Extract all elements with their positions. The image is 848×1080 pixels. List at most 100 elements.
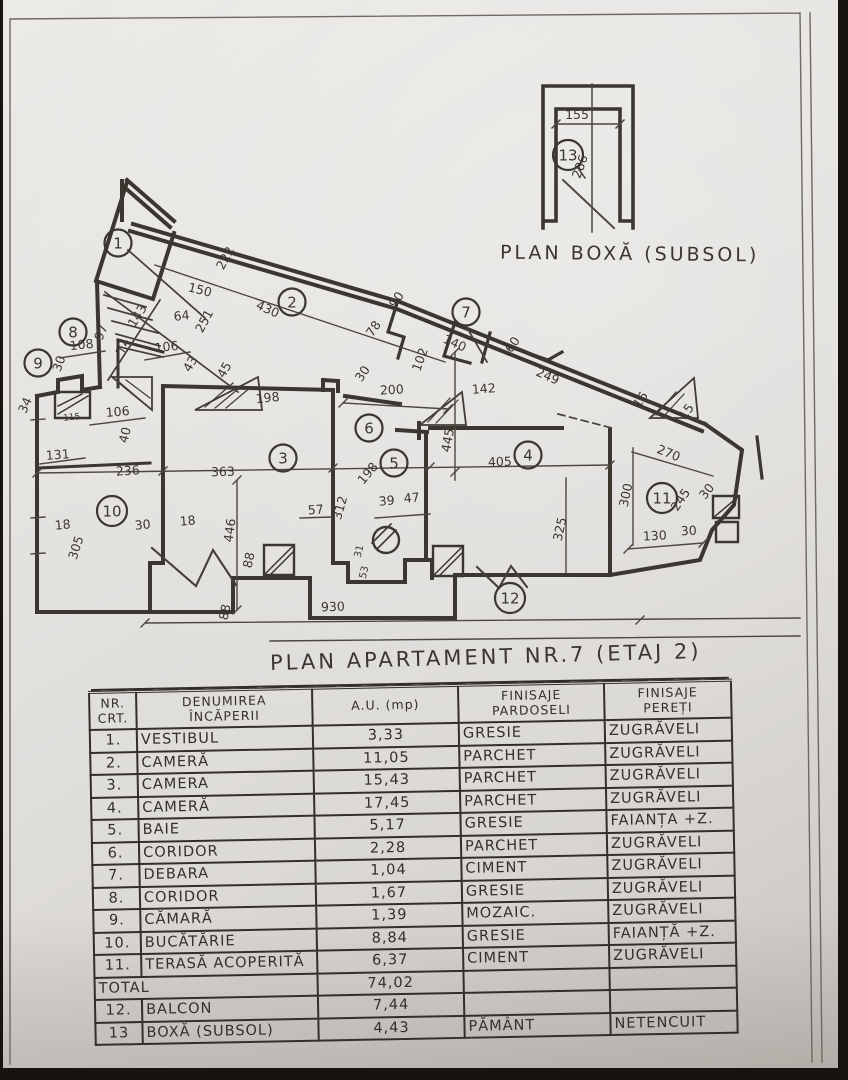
table-cell: 2.	[90, 751, 138, 775]
table-cell: GRESIE	[462, 922, 609, 948]
table-cell: PARCHET	[459, 787, 607, 813]
room-number-5: 5	[379, 448, 409, 478]
table-cell	[609, 987, 738, 1013]
dim-label: 16	[630, 389, 651, 411]
table-cell: 5,17	[314, 812, 461, 839]
table-cell: 9.	[93, 909, 141, 933]
dim-label: 198	[255, 389, 280, 406]
dim-label: 47	[403, 489, 420, 505]
dim-label: 106	[105, 403, 130, 420]
table-cell: 17,45	[314, 790, 461, 816]
svg-text:8: 8	[68, 324, 78, 342]
dimension-lines	[30, 264, 801, 642]
table-cell: PARCHET	[460, 832, 608, 858]
dim-label: 30	[134, 516, 151, 532]
room-number-3: 3	[268, 443, 298, 473]
table-cell: 1,67	[315, 880, 463, 906]
dim-label: 130	[642, 527, 667, 543]
room-number-8: 8	[58, 317, 88, 347]
page-border	[9, 12, 823, 1065]
table-cell: FAIANȚA +Z.	[606, 807, 734, 833]
room-number-6: 6	[354, 413, 384, 443]
dim-label: 34	[15, 395, 35, 416]
table-cell: PARCHET	[459, 765, 606, 791]
table-cell: 74,02	[317, 970, 464, 996]
table-cell: 1,39	[316, 902, 463, 929]
dim-label: 249	[534, 364, 562, 387]
flue-symbols	[53, 390, 741, 578]
dim-label: 57	[307, 501, 324, 517]
room-number-13: 13	[551, 138, 585, 172]
table-cell: ZUGRĂVELI	[607, 852, 735, 878]
table-cell: FAIANȚĂ +Z.	[608, 920, 736, 946]
table-cell: 1,04	[315, 857, 462, 884]
dim-label: 88	[216, 603, 234, 622]
dim-label: 106	[154, 338, 179, 355]
svg-text:11: 11	[652, 490, 671, 508]
svg-text:7: 7	[461, 304, 471, 322]
dim-label: 150	[187, 279, 214, 299]
table-cell: 13	[95, 1021, 143, 1045]
dim-label: 131	[45, 446, 70, 463]
dim-label: 31	[353, 544, 367, 559]
table-cell	[463, 967, 610, 993]
table-cell: 8.	[92, 886, 141, 910]
svg-text:13: 13	[558, 147, 577, 165]
dim-label: 363	[211, 464, 235, 480]
table-cell: ZUGRĂVELI	[605, 740, 733, 766]
dim-label: 300	[616, 482, 636, 509]
room-number-2: 2	[277, 287, 307, 317]
table-cell: 1.	[89, 729, 138, 753]
table-cell: GRESIE	[461, 877, 609, 903]
paper-sheet	[3, 0, 838, 1068]
table-cell: 3,33	[312, 722, 460, 749]
window-symbols	[109, 375, 699, 426]
table-cell: 11.	[94, 954, 142, 978]
svg-text:5: 5	[389, 455, 399, 473]
table-cell: 2,28	[314, 835, 462, 861]
dim-label: 198	[354, 459, 381, 487]
table-cell: 4,43	[318, 1015, 465, 1041]
table-cell: GRESIE	[460, 810, 607, 836]
stairs-and-doors	[102, 248, 614, 590]
table-cell: CAMERĂ	[137, 748, 314, 775]
table-cell: 4.	[91, 796, 139, 820]
dim-label: 64	[173, 307, 190, 324]
dim-label: 155	[565, 107, 589, 122]
svg-text:2: 2	[287, 294, 297, 312]
table-cell	[463, 990, 611, 1016]
table-cell: VESTIBUL	[136, 725, 314, 752]
table-cell: CIMENT	[461, 855, 608, 881]
table-cell: PĂMÂNT	[464, 1012, 611, 1038]
dim-label: 312	[329, 494, 350, 521]
table-cell: 15,43	[313, 767, 460, 794]
svg-text:10: 10	[102, 503, 121, 521]
table-cell: 7,44	[317, 992, 465, 1019]
dim-label: 236	[115, 462, 140, 478]
dim-label: 30	[352, 363, 373, 385]
table-cell: ZUGRĂVELI	[608, 942, 737, 968]
dim-label: 60	[502, 334, 523, 356]
table-cell: 7.	[92, 864, 140, 888]
dim-label: 18	[54, 516, 71, 532]
col-header-walls: FINISAJE PEREȚI	[603, 680, 732, 721]
col-header-floor: FINISAJE PARDOSELI	[457, 682, 605, 723]
table-cell: PARCHET	[459, 742, 606, 768]
dim-label: 405	[488, 454, 512, 470]
dim-label: 142	[471, 380, 496, 397]
dim-label: 446	[220, 517, 238, 543]
col-header-nr: NR. CRT.	[89, 691, 137, 730]
table-cell: 5.	[91, 819, 139, 843]
dim-label: 72	[113, 337, 131, 356]
dim-label: 102	[409, 346, 431, 374]
table-cell: CĂMARĂ	[140, 905, 317, 932]
dim-label: 15	[676, 401, 697, 423]
boxa-plan-title: PLAN BOXĂ (SUBSOL)	[499, 241, 760, 267]
finishes-table: NR. CRT. DENUMIREA ÎNCĂPERII A.U. (mp) F…	[88, 678, 739, 1046]
table-cell: BOXĂ (SUBSOL)	[142, 1018, 319, 1045]
table-cell: ZUGRĂVELI	[605, 762, 733, 788]
table-cell: NETENCUIT	[610, 1010, 738, 1036]
dim-label: 325	[550, 516, 570, 542]
